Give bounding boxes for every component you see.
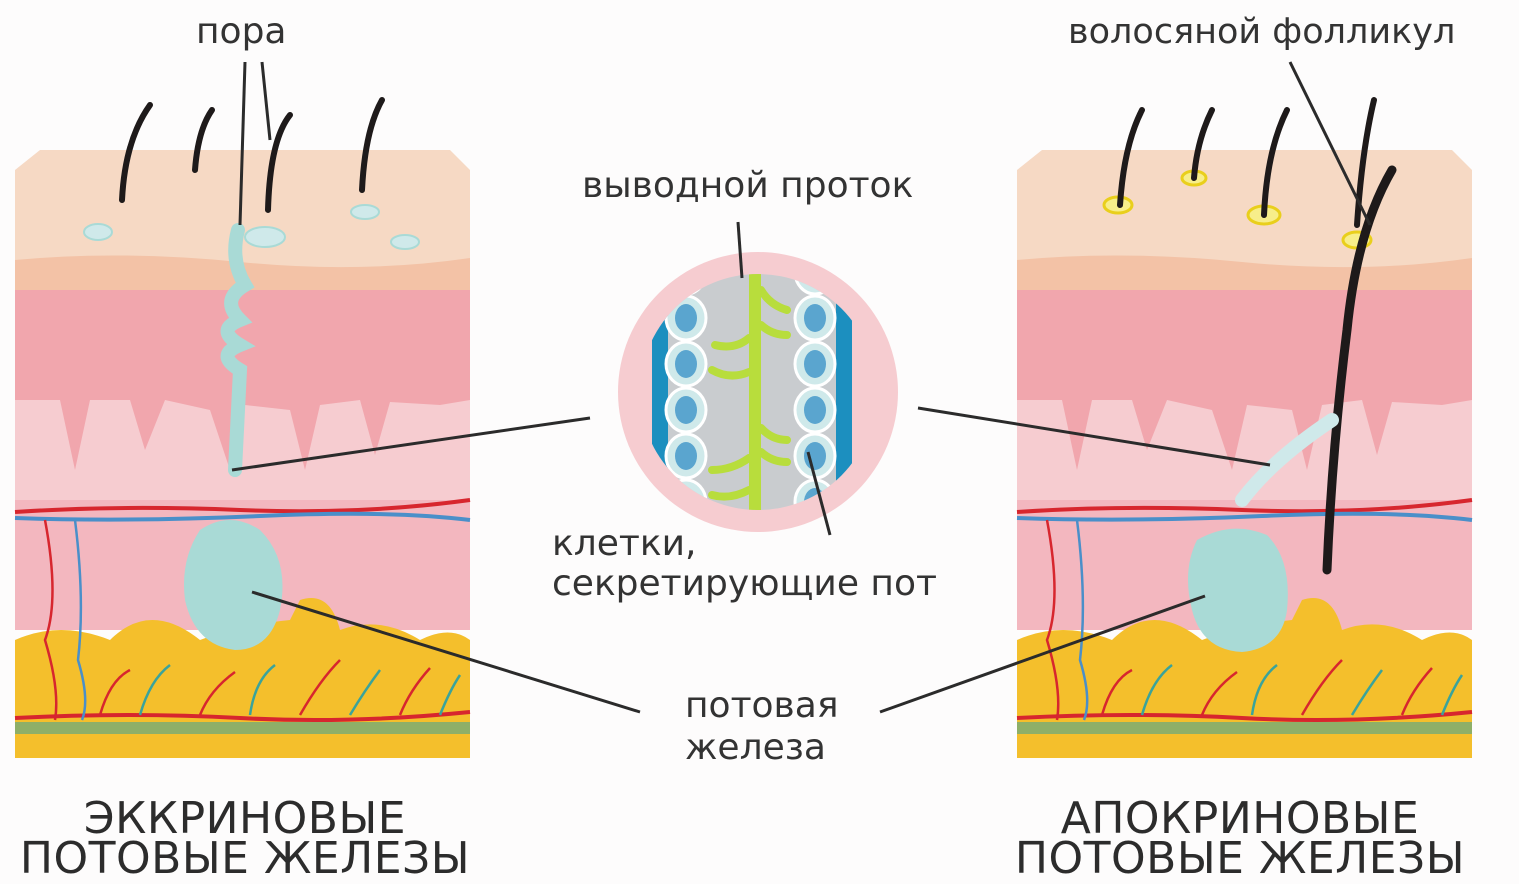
label-sweat-gland-line1: потовая <box>685 686 839 726</box>
label-cells-line2: секретирующие пот <box>552 564 937 604</box>
label-hair-follicle: волосяной фолликул <box>1068 12 1455 52</box>
caption-apocrine-line2: ПОТОВЫЕ ЖЕЛЕЗЫ <box>990 838 1490 880</box>
eccrine-gland <box>184 520 283 650</box>
label-excretory-duct: выводной проток <box>582 166 913 206</box>
eccrine-duct <box>228 230 246 470</box>
eccrine-skin-block <box>15 100 470 758</box>
apocrine-skin-block <box>1017 100 1472 758</box>
apocrine-gland <box>1188 529 1288 652</box>
caption-eccrine-line2: ПОТОВЫЕ ЖЕЛЕЗЫ <box>0 838 490 880</box>
label-cells-line1: клетки, <box>552 524 696 564</box>
label-sweat-gland-line2: железа <box>685 728 826 768</box>
duct-magnification <box>618 250 900 540</box>
label-pore: пора <box>196 12 286 52</box>
